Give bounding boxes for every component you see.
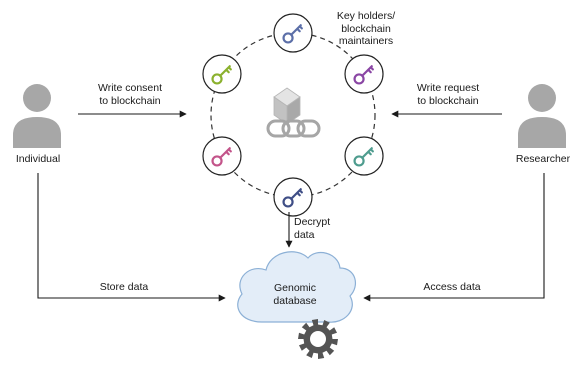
key-icon [282, 24, 303, 44]
key-holder-node [273, 177, 313, 217]
key-holders-label: Key holders/ blockchain maintainers [336, 10, 396, 47]
individual-label: Individual [15, 153, 61, 165]
individual-person-icon [13, 84, 61, 148]
access-data-arrow [363, 173, 545, 302]
key-holder-node [202, 136, 242, 176]
key-holder-node [273, 13, 313, 53]
gear-icon [298, 319, 338, 359]
researcher-label: Researcher [515, 153, 571, 165]
write-request-label: Write request to blockchain [416, 82, 480, 107]
blockchain-block-icon [266, 87, 321, 138]
key-icon [211, 147, 232, 167]
store-data-label: Store data [99, 281, 149, 293]
genomic-database-label: Genomic database [273, 282, 317, 307]
key-icon [211, 65, 232, 85]
write-consent-label: Write consent to blockchain [98, 82, 162, 107]
key-holder-node [202, 54, 242, 94]
key-icon [282, 188, 303, 208]
key-icon [353, 65, 374, 85]
researcher-person-icon [518, 84, 566, 148]
key-icon [353, 147, 374, 167]
cloud-icon [237, 251, 357, 323]
decrypt-data-label: Decrypt data [294, 216, 331, 241]
access-data-label: Access data [423, 281, 481, 293]
key-holder-node [344, 136, 384, 176]
key-holder-node [344, 54, 384, 94]
store-data-arrow [37, 173, 226, 302]
